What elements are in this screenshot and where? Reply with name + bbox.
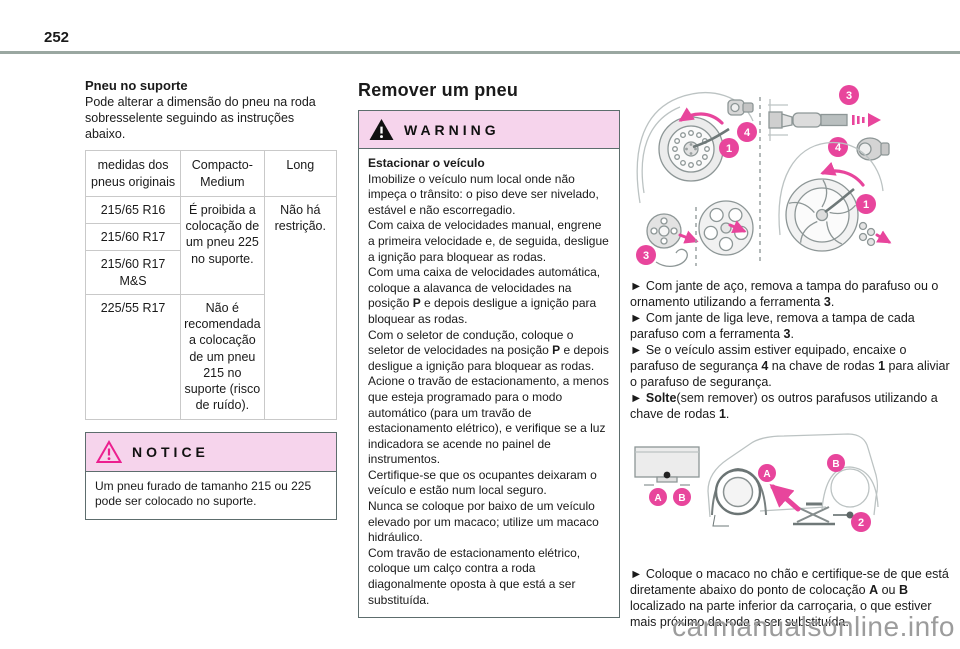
callout-A: A [758,464,776,482]
hub-cap-illustration: 3 [636,213,699,267]
callout-2: 2 [851,512,871,532]
instruction-step: ► Com jante de aço, remova a tampa do pa… [630,279,939,309]
spare-tyre-table: medidas dos pneus originais Compacto-Med… [84,150,338,420]
notice-body: Um pneu furado de tamanho 215 ou 225 pod… [86,472,336,519]
callout-B: B [827,454,845,472]
instruction-step: ► Solte(sem remover) os outros parafusos… [630,391,938,421]
jacking-points-figure: A B [630,425,952,563]
notice-header: NOTICE [86,432,336,472]
warning-subheading: Estacionar o veículo [368,156,485,170]
svg-text:B: B [678,493,685,504]
section-title-pneu-no-suporte: Pneu no suporte [85,78,188,93]
callout-3: 3 [636,245,656,265]
callout-1: 1 [856,194,876,214]
callout-B: B [673,488,691,506]
intro-text: Pode alterar a dimensão do pneu na roda … [85,95,316,141]
tyre-size-cell: 215/60 R17 M&S [84,250,182,295]
warning-paragraph: Nunca se coloque por baixo de um veículo… [368,499,599,545]
instruction-step: ► Coloque o macaco no chão e certifique-… [630,567,949,629]
page-number: 252 [44,29,70,46]
header-rule [0,51,960,54]
instruction-step: ► Se o veículo assim estiver equipado, e… [630,343,950,389]
wheel-wrench [692,127,730,149]
watermark: carmanualsonline.info [672,611,955,642]
svg-text:1: 1 [863,199,869,211]
warning-paragraph: Com uma caixa de velocidades automática,… [368,265,601,326]
middle-column: Remover um pneu WARNING Estacionar o veí… [358,80,620,619]
section-title-remover-um-pneu: Remover um pneu [358,80,519,100]
warning-paragraph: Com caixa de velocidades manual, engrene… [368,218,609,264]
bolt-cover-tool-illustration: 3 4 [768,85,890,161]
warning-label: WARNING [404,121,500,138]
callout-4: 4 [737,122,757,142]
svg-text:2: 2 [858,517,864,529]
warning-triangle-icon [96,439,122,463]
svg-text:3: 3 [643,250,649,262]
col-header-compacto-medium: Compacto-Medium [180,150,265,197]
alloy-wheel-illustration: 1 [778,141,892,252]
long-rule-cell: Não há restrição. [263,195,338,420]
col-header-original-sizes: medidas dos pneus originais [84,150,182,197]
warning-paragraph: Imobilize o veículo num local onde não i… [368,171,599,217]
compacto-rule-215-cell: É proibida a colocação de um pneu 225 no… [180,195,265,295]
sill-detail-illustration: A B [634,446,700,506]
svg-text:4: 4 [835,142,842,154]
notice-box: NOTICE Um pneu furado de tamanho 215 ou … [85,431,337,520]
svg-text:3: 3 [846,90,852,102]
socket-tool [727,99,754,116]
instruction-step: ► Com jante de liga leve, remova a tampa… [630,311,915,341]
jack-placement-arrow [769,483,801,512]
table-row: 215/60 R17 [84,222,337,252]
svg-text:A: A [763,469,770,480]
jack-illustration: 2 [769,483,871,532]
warning-paragraph: Com o seletor de condução, coloque o sel… [368,327,609,373]
warning-paragraph: Certifique-se que os ocupantes deixaram … [368,467,597,498]
warning-paragraph: Acione o travão de estacionamento, a men… [368,374,609,467]
notice-label: NOTICE [132,443,209,460]
socket-tool [856,137,890,161]
table-row: 215/65 R16 É proibida a colocação de um … [84,195,338,420]
warning-triangle-icon [369,118,394,141]
car-side-illustration: A B [707,433,879,527]
tyre-size-cell: 215/60 R17 [84,222,182,252]
svg-text:4: 4 [744,127,751,139]
svg-text:1: 1 [726,143,732,155]
table-header-row: medidas dos pneus originais Compacto-Med… [84,150,338,197]
wheel-bolts [858,221,876,247]
notice-text: Um pneu furado de tamanho 215 ou 225 pod… [95,478,312,509]
tyre-size-cell: 225/55 R17 [84,293,182,420]
callout-3: 3 [839,85,859,105]
loosen-arrow [678,107,724,125]
warning-body: Estacionar o veículo Imobilize o veículo… [359,149,619,617]
right-column: 1 4 [630,85,952,630]
svg-text:A: A [654,493,661,504]
wheel-wrench [824,187,855,214]
callout-1: 1 [719,138,739,158]
wheel-trim-illustration [698,200,754,256]
warning-box: WARNING Estacionar o veículo Imobilize o… [358,110,620,619]
callout-4: 4 [828,137,848,157]
wheel-removal-figure: 1 4 [630,85,952,275]
instruction-list: ► Com jante de aço, remova a tampa do pa… [630,278,952,422]
table-row: 215/60 R17 M&S [84,250,337,295]
left-column: Pneu no suporte Pode alterar a dimensão … [84,78,338,520]
tyre-size-cell: 215/65 R16 [84,195,182,225]
instruction-list: ► Coloque o macaco no chão e certifique-… [630,566,952,630]
loosen-arrow [820,161,865,187]
col-header-long: Long [263,150,338,197]
svg-text:B: B [832,459,839,470]
warning-paragraph: Com travão de estacionamento elétrico, c… [368,545,581,607]
table-row: 225/55 R17 Não é recomendada a colocação… [84,293,337,420]
compacto-rule-225-cell: Não é recomendada a colocação de um pneu… [180,293,265,420]
warning-header: WARNING [359,111,619,149]
callout-A: A [649,488,667,506]
steel-wheel-illustration: 1 4 [636,92,757,204]
